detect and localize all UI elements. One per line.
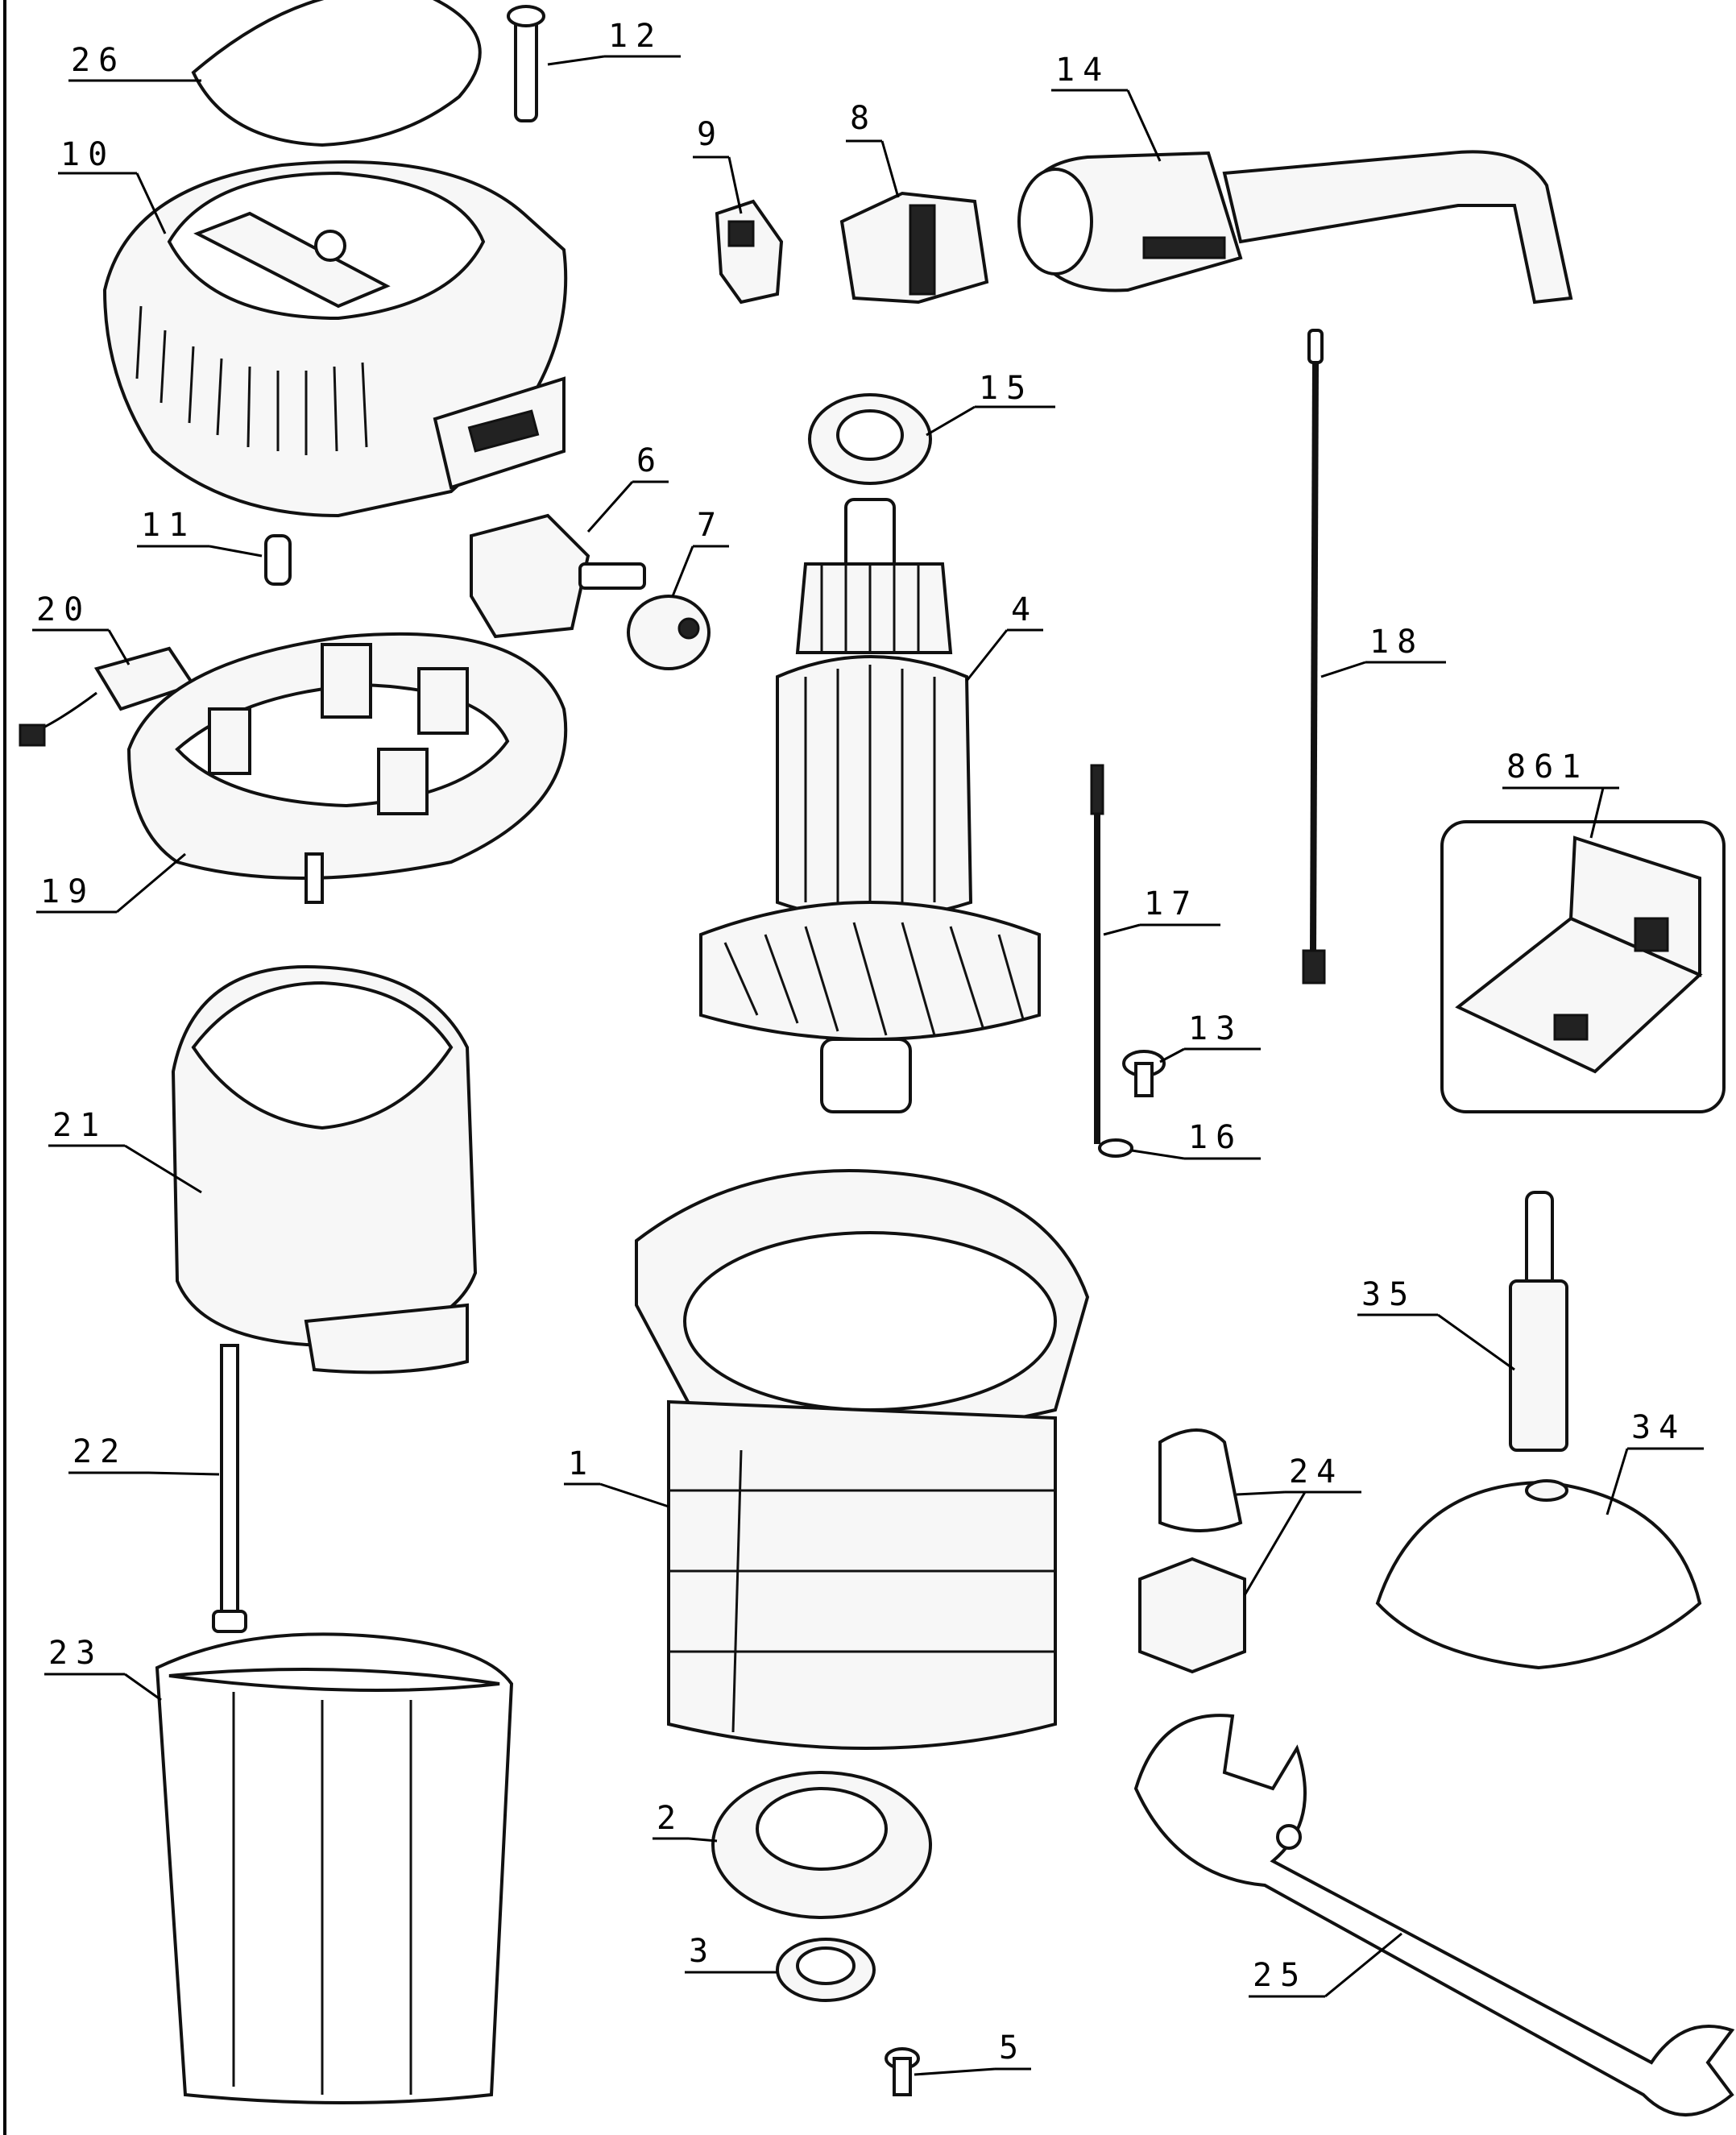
part-2-bearing: [711, 1771, 932, 1919]
part-17-wire: [1090, 764, 1133, 1158]
label-2: 2: [657, 1800, 684, 1837]
label-19: 19: [40, 873, 95, 910]
label-9: 9: [697, 116, 724, 153]
label-5: 5: [999, 2029, 1026, 2067]
label-6: 6: [636, 442, 664, 479]
label-24: 24: [1289, 1453, 1344, 1490]
label-10: 10: [60, 136, 115, 173]
label-16: 16: [1188, 1119, 1243, 1156]
part-26-disc: [191, 0, 482, 147]
label-18: 18: [1369, 624, 1424, 661]
part-6-switch: [470, 513, 646, 639]
label-8: 8: [850, 100, 877, 137]
part-5-screw: [885, 2047, 920, 2096]
part-24-boot: [1138, 1428, 1246, 1674]
part-25-wrench: [1133, 1714, 1735, 2116]
label-14: 14: [1055, 52, 1110, 89]
label-1: 1: [568, 1445, 595, 1482]
part-1-housing: [635, 1169, 1090, 1750]
part-15-bearing: [808, 393, 932, 485]
label-4: 4: [1011, 591, 1038, 628]
label-22: 22: [73, 1433, 127, 1470]
part-18-wire: [1302, 329, 1326, 985]
part-23-base: [155, 1632, 514, 2104]
part-35-shaft: [1509, 1191, 1568, 1452]
part-34-disc: [1375, 1479, 1702, 1670]
part-12-pin: [507, 5, 545, 122]
label-35: 35: [1361, 1276, 1416, 1313]
label-15: 15: [979, 370, 1034, 407]
label-11: 11: [141, 507, 196, 544]
label-34: 34: [1631, 1409, 1686, 1446]
part-10-top-cover: [102, 160, 568, 518]
label-17: 17: [1144, 885, 1199, 922]
part-4-armature: [699, 498, 1041, 1113]
label-21: 21: [52, 1107, 107, 1144]
label-20: 20: [36, 591, 91, 628]
label-25: 25: [1253, 1957, 1307, 1994]
label-7: 7: [697, 507, 724, 544]
part-8-strain-relief: [839, 191, 989, 305]
part-3-nut: [776, 1938, 876, 2002]
part-19-brush-holder: [126, 632, 568, 904]
label-3: 3: [689, 1933, 716, 1970]
label-23: 23: [48, 1635, 103, 1672]
part-13-screw: [1122, 1050, 1166, 1097]
part-22-rod: [212, 1344, 247, 1633]
label-12: 12: [608, 18, 663, 55]
part-7-knob: [627, 595, 711, 670]
label-26: 26: [71, 42, 126, 79]
label-861: 861: [1506, 748, 1589, 786]
part-9-connector: [715, 199, 784, 305]
part-861-case: [1440, 820, 1726, 1113]
part-11-pin: [264, 534, 292, 586]
part-21-field: [171, 964, 478, 1374]
label-13: 13: [1188, 1010, 1243, 1047]
part-14-cord: [1017, 150, 1573, 305]
